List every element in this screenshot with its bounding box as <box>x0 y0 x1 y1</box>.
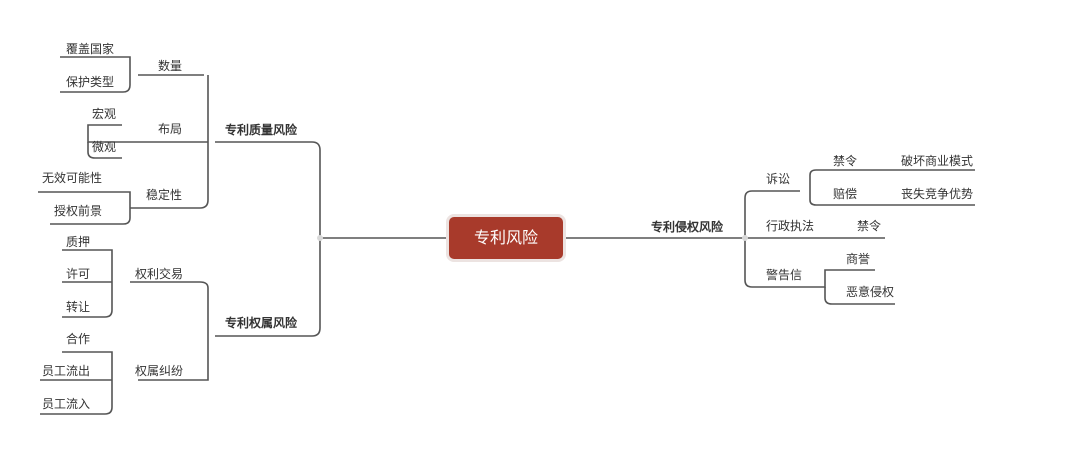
topic-stability[interactable]: 稳定性 <box>146 188 183 202</box>
topic-rights-trade[interactable]: 权利交易 <box>135 267 184 281</box>
topic-administrative-enforcement[interactable]: 行政执法 <box>766 219 815 233</box>
topic-invalidation-possibility[interactable]: 无效可能性 <box>42 171 103 185</box>
topic-disrupt-business-model[interactable]: 破坏商业模式 <box>901 154 974 168</box>
collapse-handle[interactable] <box>317 235 323 241</box>
topic-cooperation[interactable]: 合作 <box>66 332 91 346</box>
topic-protection-type[interactable]: 保护类型 <box>66 75 115 89</box>
topic-ownership-dispute[interactable]: 权属纠纷 <box>135 364 184 378</box>
topic-litigation[interactable]: 诉讼 <box>766 172 791 186</box>
topic-grant-prospect[interactable]: 授权前景 <box>54 204 103 218</box>
topic-admin-injunction[interactable]: 禁令 <box>857 219 882 233</box>
topic-employee-inflow[interactable]: 员工流入 <box>42 397 91 411</box>
topic-goodwill[interactable]: 商誉 <box>846 252 871 266</box>
topic-lose-competitive-advantage[interactable]: 丧失竞争优势 <box>901 187 974 201</box>
topic-pledge[interactable]: 质押 <box>66 235 91 249</box>
topic-infringement-risk[interactable]: 专利侵权风险 <box>651 220 724 234</box>
link-quality <box>215 141 321 238</box>
topic-quantity[interactable]: 数量 <box>158 59 183 73</box>
topic-employee-outflow[interactable]: 员工流出 <box>42 364 91 378</box>
link-ownership <box>215 238 321 337</box>
topic-license[interactable]: 许可 <box>66 267 91 281</box>
collapse-handle[interactable] <box>742 235 748 241</box>
topic-malicious-infringement[interactable]: 恶意侵权 <box>846 285 895 299</box>
topic-quality-risk[interactable]: 专利质量风险 <box>225 123 298 137</box>
topic-micro[interactable]: 微观 <box>92 140 117 154</box>
link-infringement <box>744 190 800 238</box>
topic-macro[interactable]: 宏观 <box>92 107 117 121</box>
topic-covered-countries[interactable]: 覆盖国家 <box>66 42 115 56</box>
link-ownership-subs <box>130 281 209 289</box>
root-topic[interactable]: 专利风险 <box>449 217 563 259</box>
topic-warning-letter[interactable]: 警告信 <box>766 268 803 282</box>
topic-ownership-risk[interactable]: 专利权属风险 <box>225 316 298 330</box>
topic-damages[interactable]: 赔偿 <box>833 187 858 201</box>
topic-layout[interactable]: 布局 <box>158 122 183 136</box>
topic-injunction[interactable]: 禁令 <box>833 154 858 168</box>
link-quality-subs <box>130 75 209 209</box>
topic-transfer[interactable]: 转让 <box>66 300 91 314</box>
